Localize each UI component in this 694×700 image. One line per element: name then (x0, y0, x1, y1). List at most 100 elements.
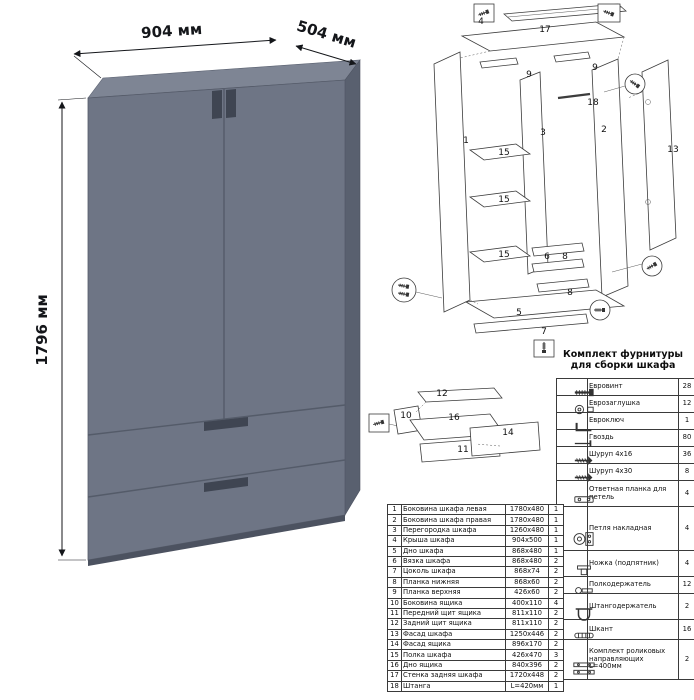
part-qty-cell: 1 (548, 514, 564, 526)
part-number-cell: 10 (387, 597, 402, 609)
part-size-cell: 1250x446 (505, 628, 549, 641)
wardrobe-3d-view: 904 мм 504 мм 1796 мм (33, 17, 361, 566)
left-door-handle (212, 90, 222, 119)
part-number-cell: 12 (387, 618, 402, 630)
part-qty-cell: 2 (548, 587, 564, 599)
part-number-cell: 13 (387, 628, 402, 641)
part-name-cell: Боковина ящика (401, 597, 506, 609)
part-name-cell: Боковина шкафа левая (401, 503, 506, 516)
part-number-label: 5 (516, 308, 522, 318)
part-size-cell: 868x60 (505, 576, 549, 589)
part-size-cell: 811x110 (505, 618, 549, 630)
bottom-panel-5 (464, 289, 626, 319)
part-qty-cell: 1 (548, 545, 564, 557)
part-number-label: 1 (463, 136, 469, 146)
part-number-label: 9 (526, 70, 532, 80)
right-door-handle (226, 89, 236, 118)
part-number-label: 15 (498, 148, 509, 158)
hardware-name-cell: Ножка (подпятник) (587, 550, 679, 577)
hardware-table-row: Ножка (подпятник)4 (556, 550, 694, 577)
hardware-name-cell: Гвоздь (587, 429, 679, 447)
shelf-15c (468, 245, 532, 263)
left-side-panel-1 (433, 51, 471, 313)
depth-dimension-line (295, 44, 357, 66)
part-number-cell: 16 (387, 659, 402, 672)
part-number-cell: 1 (387, 503, 402, 516)
wardrobe-side-face (344, 59, 361, 517)
part-qty-cell: 2 (548, 639, 564, 651)
part-number-cell: 2 (387, 514, 402, 526)
part-name-cell: Полка шкафа (401, 649, 506, 661)
part-number-label: 18 (587, 98, 599, 108)
hardware-qty-cell: 4 (678, 550, 694, 577)
hardware-qty-cell: 1 (678, 412, 694, 430)
right-side-panel-2 (591, 58, 629, 298)
part-number-label: 4 (478, 17, 484, 27)
bottom-slat-8b (536, 278, 590, 293)
part-number-cell: 6 (387, 555, 402, 568)
extension-line (57, 97, 87, 101)
part-size-cell: 1780x480 (505, 503, 549, 516)
part-name-cell: Дно ящика (401, 659, 506, 672)
depth-dimension-label: 504 мм (295, 17, 359, 52)
part-size-cell: 896x170 (505, 639, 549, 651)
drawer-part-number-label: 10 (400, 411, 412, 421)
partition-panel-3 (519, 71, 549, 275)
drawers-gap-line (87, 459, 346, 498)
part-number-label: 8 (562, 252, 568, 262)
part-number-cell: 5 (387, 545, 402, 557)
euro-cap-icon (556, 395, 594, 415)
hardware-name-cell: Комплект роликовых направляющих L=400мм (587, 639, 679, 680)
part-number-cell: 3 (387, 524, 402, 537)
guide-line (475, 443, 501, 447)
hardware-name-cell: Шуруп 4x30 (587, 463, 679, 481)
part-qty-cell: 2 (548, 576, 564, 589)
shelf-15a (468, 143, 532, 161)
part-size-cell: 426x470 (505, 649, 549, 661)
part-qty-cell: 2 (548, 670, 564, 682)
back-panel-17 (503, 3, 627, 22)
width-dimension-line (73, 36, 277, 58)
extension-line (73, 55, 102, 79)
hardware-name-cell: Евроключ (587, 412, 679, 430)
hardware-qty-cell: 16 (678, 619, 694, 640)
part-number-cell: 18 (387, 680, 402, 693)
part-qty-cell: 1 (548, 503, 564, 516)
wardrobe-base-plinth (88, 515, 345, 566)
hardware-name-cell: Полкодержатель (587, 576, 679, 594)
part-name-cell: Фасад шкафа (401, 628, 506, 641)
part-size-cell: 426x60 (505, 587, 549, 599)
hardware-qty-cell: 4 (678, 480, 694, 507)
height-dimension-label: 1796 мм (33, 294, 51, 366)
part-name-cell: Стенка задняя шкафа (401, 670, 506, 682)
euro-screw-icon (556, 378, 594, 397)
hardware-kit-title: Комплект фурнитуры для сборки шкафа (562, 349, 683, 372)
wardrobe-body (87, 59, 361, 566)
tie-slat-6 (531, 242, 585, 257)
shelf-support-icon (556, 576, 593, 594)
hanging-rod-18 (557, 92, 591, 100)
part-size-cell: 811x110 (505, 607, 549, 620)
part-qty-cell: 2 (548, 628, 564, 641)
top-rail-9b (553, 51, 591, 63)
drawer-part-number-label: 12 (436, 389, 447, 399)
hardware-qty-cell: 80 (678, 429, 694, 447)
fastener-callouts (391, 3, 663, 358)
part-number-label: 15 (498, 195, 509, 205)
part-number-cell: 8 (387, 576, 402, 589)
hardware-qty-cell: 4 (678, 506, 694, 551)
